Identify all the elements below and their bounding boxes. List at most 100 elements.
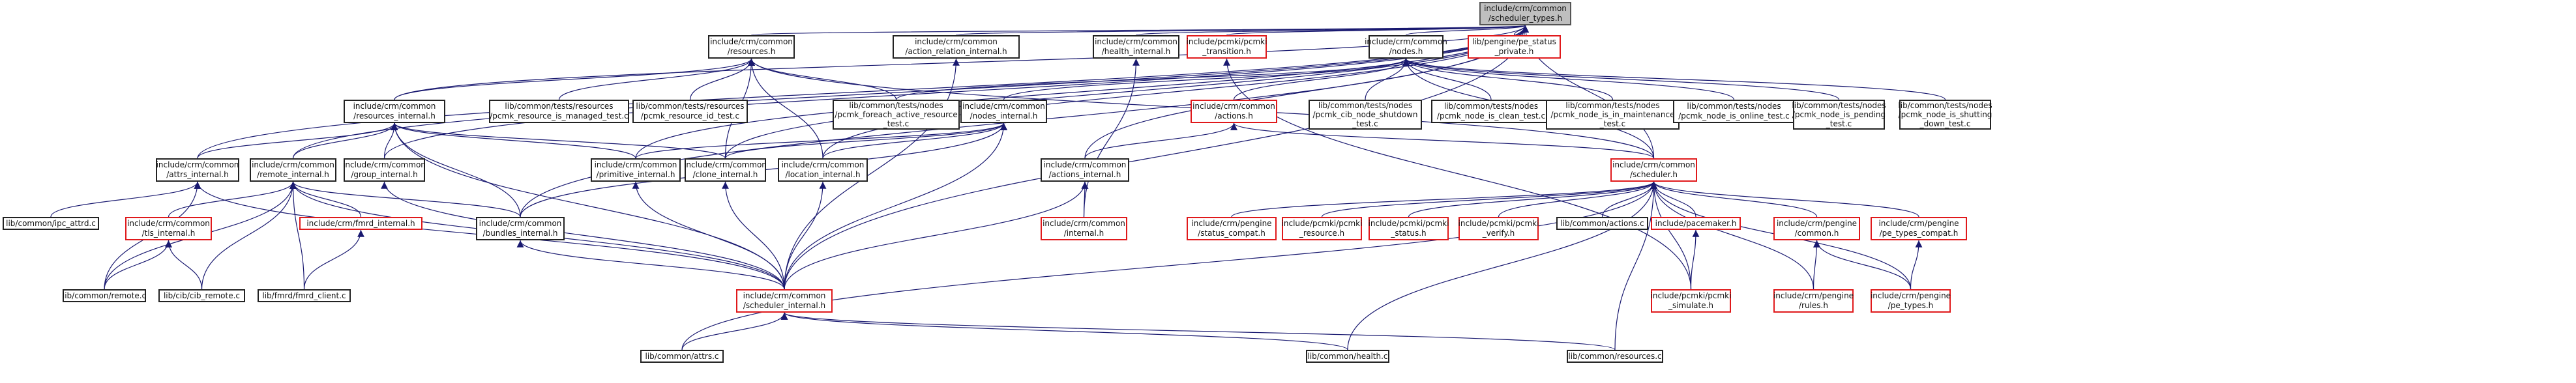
- edge-test-online-to-nodes-h: [1402, 58, 1735, 100]
- edge-resources-c-to-scheduler-internal: [781, 312, 1616, 350]
- graph-node-cib-remote[interactable]: lib/cib/cib_remote.c: [158, 289, 245, 302]
- graph-node-actions-c[interactable]: lib/common/actions.c: [1556, 217, 1648, 230]
- edge-scheduler-internal-to-primitive-internal: [632, 181, 785, 290]
- graph-node-pcmki-simulate[interactable]: include/pcmki/pcmki _simulate.h: [1651, 289, 1731, 313]
- graph-node-resources-h[interactable]: include/crm/common /resources.h: [708, 35, 795, 59]
- edge-cib-remote-to-tls-internal: [165, 240, 203, 290]
- edge-internal-h-to-actions-internal: [1081, 181, 1089, 218]
- graph-node-test-maint[interactable]: lib/common/tests/nodes /pcmk_node_is_in_…: [1546, 100, 1680, 130]
- graph-node-status-compat[interactable]: include/crm/pengine /status_compat.h: [1187, 217, 1277, 240]
- graph-node-test-is-managed[interactable]: lib/common/tests/resources /pcmk_resourc…: [489, 100, 629, 123]
- graph-node-pcmki-status[interactable]: include/pcmki/pcmki _status.h: [1369, 217, 1449, 240]
- edge-actions-internal-to-actions-h: [1084, 122, 1237, 159]
- graph-node-health-internal[interactable]: include/crm/common /health_internal.h: [1093, 35, 1179, 59]
- graph-node-pacemaker-h[interactable]: include/pacemaker.h: [1651, 217, 1741, 230]
- graph-node-test-pending[interactable]: lib/common/tests/nodes /pcmk_node_is_pen…: [1792, 100, 1886, 130]
- graph-node-pe-types-compat[interactable]: include/crm/pengine /pe_types_compat.h: [1871, 217, 1967, 240]
- graph-node-location-internal[interactable]: include/crm/common /location_internal.h: [778, 158, 868, 182]
- graph-node-attrs-internal[interactable]: include/crm/common /attrs_internal.h: [156, 158, 239, 182]
- graph-node-root: include/crm/common /scheduler_types.h: [1479, 2, 1571, 25]
- graph-node-nodes-h[interactable]: include/crm/common /nodes.h: [1365, 35, 1447, 59]
- edge-location-internal-to-nodes-internal: [822, 122, 1007, 159]
- graph-node-primitive-internal[interactable]: include/crm/common /primitive_internal.h: [591, 158, 681, 182]
- edge-rules-h-to-pengine-common: [1813, 240, 1820, 290]
- edge-scheduler-internal-to-clone-internal: [722, 181, 785, 290]
- edge-fmrd-client-to-remote-internal: [289, 181, 305, 290]
- edge-pcmki-transition-to-root: [1226, 25, 1529, 36]
- graph-node-pcmki-verify[interactable]: include/pcmki/pcmki _verify.h: [1458, 217, 1539, 240]
- graph-node-scheduler-internal[interactable]: include/crm/common /scheduler_internal.h: [736, 289, 833, 313]
- graph-node-test-clean[interactable]: lib/common/tests/nodes /pcmk_node_is_cle…: [1431, 100, 1551, 123]
- edge-cib-remote-to-remote-internal: [201, 181, 297, 290]
- edge-resources-c-to-scheduler-h: [1614, 181, 1657, 350]
- graph-node-group-internal[interactable]: include/crm/common /group_internal.h: [343, 158, 426, 182]
- edge-pe-types-compat-to-scheduler-h: [1650, 181, 1919, 218]
- edge-remote-internal-to-resources-internal: [292, 122, 398, 159]
- edge-test-pending-to-nodes-h: [1402, 58, 1840, 100]
- edge-scheduler-internal-to-location-internal: [784, 181, 827, 290]
- graph-node-remote-c[interactable]: lib/common/remote.c: [63, 289, 146, 302]
- edge-group-internal-to-resources-internal: [383, 122, 398, 159]
- edge-scheduler-internal-to-nodes-internal: [784, 122, 1007, 290]
- graph-node-pcmki-resource[interactable]: include/pcmki/pcmki _resource.h: [1282, 217, 1362, 240]
- graph-node-test-cib-shutdown[interactable]: lib/common/tests/nodes /pcmk_cib_node_sh…: [1309, 100, 1422, 130]
- graph-node-actions-h[interactable]: include/crm/common /actions.h: [1191, 100, 1277, 123]
- edge-fmrd-client-to-fmrd-internal: [303, 229, 364, 290]
- edge-test-shutting-to-nodes-h: [1402, 58, 1946, 100]
- edge-resources-internal-to-resources-h: [394, 58, 755, 100]
- graph-node-pe-types[interactable]: include/crm/pengine /pe_types.h: [1871, 289, 1951, 313]
- edge-attrs-c-to-scheduler-internal: [681, 312, 788, 350]
- edge-pe-types-to-pe-types-compat: [1910, 240, 1923, 290]
- graph-node-attrs-c[interactable]: lib/common/attrs.c: [640, 350, 724, 363]
- edge-health-c-to-scheduler-internal: [780, 312, 1348, 350]
- edge-rules-h-to-scheduler-h: [1650, 181, 1814, 290]
- graph-node-test-online[interactable]: lib/common/tests/nodes /pcmk_node_is_onl…: [1673, 100, 1795, 123]
- graph-node-fmrd-internal[interactable]: include/crm/fmrd_internal.h: [299, 217, 422, 230]
- edge-location-internal-to-resources-h: [748, 58, 823, 159]
- graph-node-pengine-common[interactable]: include/crm/pengine /common.h: [1773, 217, 1860, 240]
- graph-node-pe-status-private[interactable]: lib/pengine/pe_status _private.h: [1468, 35, 1561, 59]
- edge-primitive-internal-to-resources-internal: [391, 122, 636, 159]
- graph-node-fmrd-client[interactable]: lib/fmrd/fmrd_client.c: [258, 289, 351, 302]
- graph-node-remote-internal[interactable]: include/crm/common /remote_internal.h: [250, 158, 336, 182]
- graph-node-resources-c[interactable]: lib/common/resources.c: [1567, 350, 1663, 363]
- graph-node-action-relation-internal[interactable]: include/crm/common /action_relation_inte…: [893, 35, 1020, 59]
- edge-bundles-internal-to-resources-internal: [391, 122, 521, 218]
- edge-pengine-common-to-scheduler-h: [1650, 181, 1818, 218]
- edge-attrs-c-to-scheduler-h: [681, 181, 1657, 350]
- edge-clone-internal-to-nodes-internal: [724, 122, 1007, 159]
- edge-scheduler-internal-to-actions-internal: [784, 181, 1089, 290]
- graph-node-clone-internal[interactable]: include/crm/common /clone_internal.h: [684, 158, 767, 182]
- graph-node-tls-internal[interactable]: include/crm/common /tls_internal.h: [125, 217, 212, 240]
- edge-pcmki-resource-to-scheduler-h: [1321, 181, 1657, 218]
- edge-status-compat-to-scheduler-h: [1231, 181, 1657, 218]
- edge-fmrd-internal-to-remote-internal: [289, 181, 362, 218]
- graph-node-resources-internal[interactable]: include/crm/common /resources_internal.h: [344, 100, 445, 123]
- graph-node-test-shutting[interactable]: lib/common/tests/nodes /pcmk_node_is_shu…: [1898, 100, 1992, 130]
- edge-scheduler-internal-to-group-internal: [381, 181, 785, 290]
- graph-node-test-foreach[interactable]: lib/common/tests/nodes /pcmk_foreach_act…: [833, 100, 960, 130]
- edge-scheduler-internal-to-root: [784, 25, 1529, 290]
- graph-node-nodes-internal[interactable]: include/crm/common /nodes_internal.h: [960, 100, 1047, 123]
- edge-actions-h-to-nodes-h: [1233, 58, 1410, 100]
- edge-attrs-internal-to-resources-internal: [197, 122, 398, 159]
- graph-node-internal-h[interactable]: include/crm/common /internal.h: [1041, 217, 1127, 240]
- graph-node-scheduler-h[interactable]: include/crm/common /scheduler.h: [1610, 158, 1697, 182]
- graph-node-health-c[interactable]: lib/common/health.c: [1306, 350, 1389, 363]
- edge-nodes-h-to-root: [1405, 25, 1529, 36]
- edge-test-id-to-resources-h: [689, 58, 755, 100]
- graph-node-rules-h[interactable]: include/crm/pengine /rules.h: [1773, 289, 1854, 313]
- graph-node-actions-internal[interactable]: include/crm/common /actions_internal.h: [1041, 158, 1129, 182]
- edge-pcmki-simulate-to-scheduler-h: [1650, 181, 1692, 290]
- graph-node-test-id[interactable]: lib/common/tests/resources /pcmk_resourc…: [632, 100, 748, 123]
- edge-clone-internal-to-resources-internal: [391, 122, 726, 159]
- graph-node-bundles-internal[interactable]: include/crm/common /bundles_internal.h: [476, 217, 565, 240]
- graph-node-ipc-attrd[interactable]: lib/common/ipc_attrd.c: [3, 217, 99, 230]
- edge-bundles-internal-to-remote-internal: [289, 181, 521, 218]
- edge-nodes-internal-to-nodes-h: [1003, 58, 1410, 100]
- edge-test-foreach-to-nodes-h: [895, 58, 1410, 100]
- edge-ipc-attrd-to-attrs-internal: [50, 181, 201, 218]
- edge-remote-internal-to-root: [292, 25, 1529, 159]
- graph-node-pcmki-transition[interactable]: include/pcmki/pcmki _transition.h: [1187, 35, 1267, 59]
